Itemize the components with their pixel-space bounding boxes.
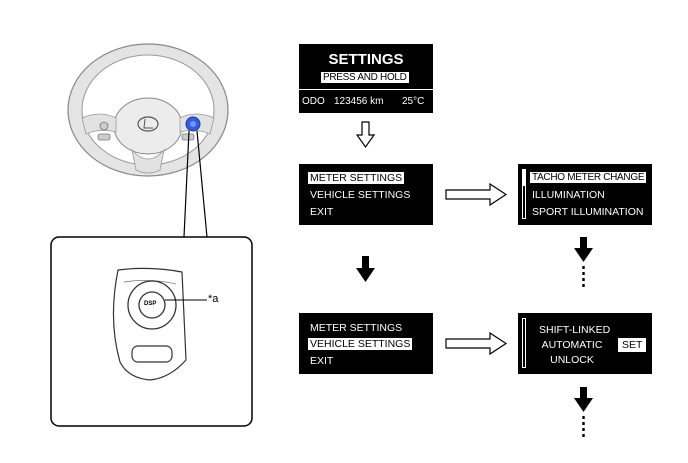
odo-value: 123456 km [334,96,384,107]
temperature-value: 25°C [402,96,425,107]
submenu-item-tacho-meter-change: TACHO METER CHANGE [530,172,647,183]
vehicle-submenu-line-shift-linked: SHIFT-LINKED [539,324,611,336]
submenu-item-sport-illumination: SPORT ILLUMINATION [532,206,644,218]
solid-down-arrow-middle [356,256,375,282]
menu1-item-exit: EXIT [310,206,334,218]
settings-screen: SETTINGS PRESS AND HOLD ODO 123456 km 25… [299,44,433,113]
callout-label: *a [208,293,219,305]
solid-down-arrow-right-top [574,237,593,262]
meter-submenu-screen: TACHO METER CHANGE ILLUMINATION SPORT IL… [518,164,652,225]
dsp-button-label: DSP [144,301,157,307]
divider [299,89,433,90]
settings-title: SETTINGS [328,51,404,68]
odo-label: ODO [302,96,325,107]
press-and-hold-label: PRESS AND HOLD [321,72,409,83]
vehicle-submenu-screen: SHIFT-LINKED AUTOMATIC UNLOCK SET [518,313,652,374]
menu1-item-vehicle-settings: VEHICLE SETTINGS [310,189,411,201]
vehicle-submenu-line-unlock: UNLOCK [550,354,594,366]
menu-screen-meter-selected: METER SETTINGS VEHICLE SETTINGS EXIT [299,164,433,225]
hollow-right-arrow-top [445,182,508,207]
menu1-item-meter-settings: METER SETTINGS [308,172,405,184]
scrollbar [522,169,526,219]
set-label: SET [618,338,647,352]
scrollbar [522,318,526,368]
submenu-item-illumination: ILLUMINATION [532,189,605,201]
vehicle-submenu-line-automatic: AUTOMATIC [541,339,603,351]
menu-screen-vehicle-selected: METER SETTINGS VEHICLE SETTINGS EXIT [299,313,433,374]
menu2-item-meter-settings: METER SETTINGS [310,322,403,334]
menu2-item-exit: EXIT [310,355,334,367]
solid-down-arrow-right-bottom [574,387,593,412]
menu2-item-vehicle-settings: VEHICLE SETTINGS [308,338,413,350]
hollow-right-arrow-bottom [445,331,508,356]
hollow-down-arrow [355,121,376,149]
